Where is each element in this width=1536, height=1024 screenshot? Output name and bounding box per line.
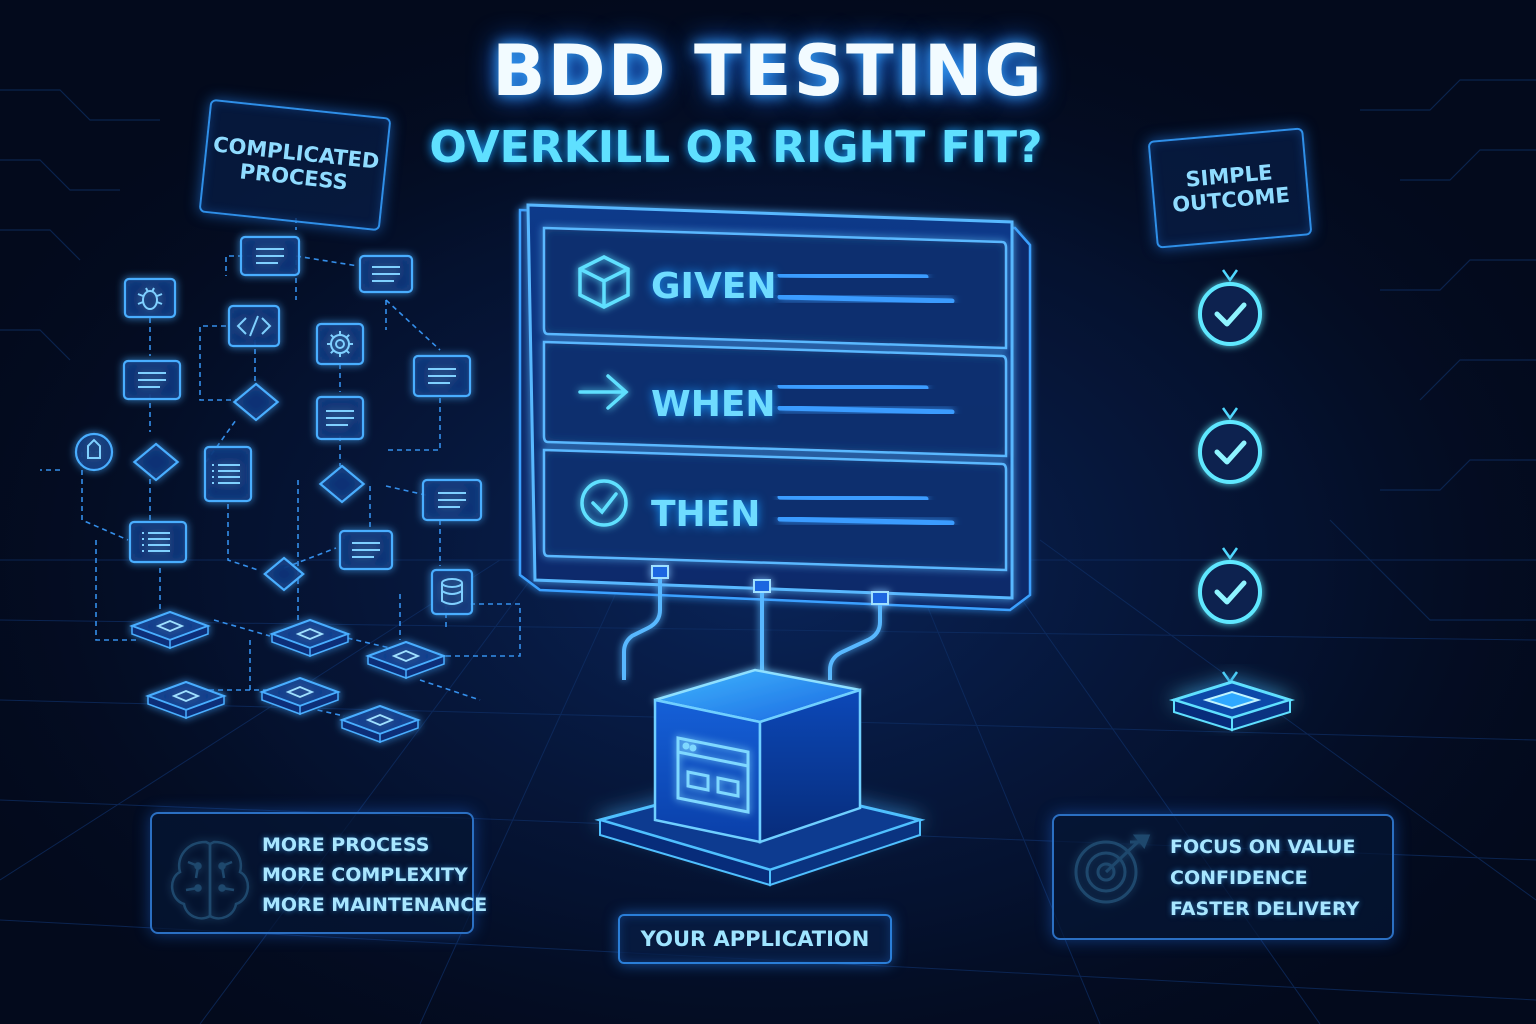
checkpoint-circle [1198, 282, 1262, 346]
flow-tile [269, 618, 351, 658]
page-title: BDD TESTING [492, 30, 1044, 112]
benefits-line-2: CONFIDENCE [1170, 867, 1308, 889]
check-circle-icon [580, 479, 628, 527]
text-placeholder-line [777, 494, 929, 502]
gwt-row-frame [542, 226, 1008, 350]
gwt-row-frame [542, 340, 1008, 458]
step-given-label: GIVEN [651, 266, 777, 307]
app-window-icon [676, 736, 750, 814]
costs-panel: MORE PROCESS MORE COMPLEXITY MORE MAINTE… [150, 812, 487, 934]
flow-connector [227, 504, 259, 571]
list-node [128, 520, 188, 564]
flow-tile [259, 676, 341, 716]
costs-line-3: MORE MAINTENANCE [262, 894, 488, 916]
decision-node [263, 556, 305, 592]
chain-arrow [1221, 407, 1239, 421]
check-icon [1214, 440, 1247, 465]
costs-line-1: MORE PROCESS [262, 834, 430, 856]
flow-tile [145, 680, 227, 720]
gwt-rows [542, 226, 1008, 572]
flow-connector [386, 398, 441, 451]
benefits-line-1: FOCUS ON VALUE [1170, 836, 1356, 858]
gwt-row-1 [542, 226, 1008, 350]
benefits-line-3: FASTER DELIVERY [1170, 898, 1360, 920]
list-node [203, 445, 253, 503]
app-cube [594, 668, 926, 887]
gwt-row-frame [542, 448, 1008, 572]
gwt-row-3 [542, 448, 1008, 572]
text-placeholder-line [777, 405, 955, 415]
text-placeholder-line [777, 294, 955, 304]
settings-node [315, 322, 365, 366]
flow-connector [225, 255, 270, 276]
complicated-flow-network [40, 218, 521, 744]
your-application-label: YOUR APPLICATION [618, 914, 892, 964]
gwt-row-2 [542, 340, 1008, 458]
flow-connector [419, 679, 481, 701]
simple-outcome-chain [1168, 240, 1296, 732]
complicated-process-label: COMPLICATED PROCESS [198, 98, 392, 232]
bug-node [74, 432, 114, 472]
process-node [421, 478, 483, 522]
target-pad-center [1202, 690, 1262, 710]
page-subtitle: OVERKILL OR RIGHT FIT? [429, 122, 1043, 173]
flow-connector [299, 705, 345, 717]
benefits-panel: FOCUS ON VALUE CONFIDENCE FASTER DELIVER… [1052, 814, 1394, 940]
step-when-label: WHEN [651, 384, 776, 425]
chain-arrow [1221, 547, 1239, 561]
flow-tile [129, 610, 211, 650]
text-placeholder-line [777, 383, 929, 391]
step-then-label: THEN [651, 494, 761, 535]
checkpoint-circle [1198, 560, 1262, 624]
text-placeholder-line [777, 272, 929, 280]
check-icon [1214, 580, 1247, 605]
flow-connector [213, 619, 271, 637]
process-node [122, 359, 182, 401]
checkpoint-circle [1198, 420, 1262, 484]
process-node [239, 235, 301, 277]
code-node [227, 304, 281, 348]
decision-node [132, 442, 180, 482]
decision-node [318, 464, 366, 504]
check-icon [1214, 302, 1247, 327]
chain-arrow [1221, 269, 1239, 283]
process-node [315, 395, 365, 441]
flow-connector [199, 325, 236, 401]
flow-connector [430, 603, 521, 657]
database-node [430, 568, 474, 616]
arrow-right-icon [578, 374, 629, 410]
process-node [358, 254, 414, 294]
target-pad-side [1231, 698, 1291, 732]
flow-tile [339, 704, 421, 744]
simple-outcome-label: SIMPLE OUTCOME [1147, 127, 1313, 249]
process-node [412, 354, 472, 398]
costs-line-2: MORE COMPLEXITY [262, 864, 468, 886]
bug-node [123, 277, 177, 319]
decision-node [232, 382, 280, 422]
cube-icon [578, 255, 630, 309]
flow-connector [95, 540, 140, 641]
flow-connector [385, 299, 441, 351]
text-placeholder-line [777, 516, 955, 526]
flow-tile [365, 640, 447, 680]
flow-connector [295, 255, 359, 267]
process-node [338, 529, 394, 571]
